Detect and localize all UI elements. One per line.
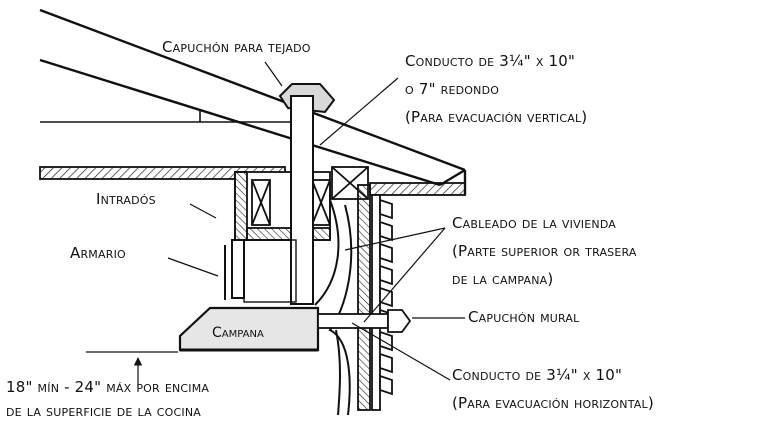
vertical-duct-label-1: Conducto de 3¼" x 10" (405, 52, 576, 70)
wiring-label-3: de la campana) (452, 270, 554, 288)
wall-cap-label: Capuchón mural (468, 308, 580, 326)
cabinet (224, 239, 297, 303)
height-label-1: 18" mín - 24" máx por encima (6, 378, 210, 396)
roof-cap-label: Capuchón para tejado (162, 38, 311, 56)
exterior-wall (357, 184, 393, 411)
horizontal-duct-label-1: Conducto de 3¼" x 10" (452, 366, 623, 384)
soffit-label: Intradós (96, 190, 156, 208)
vertical-duct-label-2: o 7" redondo (405, 80, 500, 98)
vertical-duct (290, 95, 314, 305)
leader-lines (86, 61, 465, 388)
cabinet-label: Armario (70, 244, 126, 262)
soffit-box (234, 171, 331, 241)
range-hood (178, 306, 320, 352)
height-label-2: de la superficie de la cocina (6, 402, 202, 420)
vertical-duct-label-3: (Para evacuación vertical) (405, 108, 588, 126)
hood-label: Campana (212, 325, 264, 341)
wiring-label-2: (Parte superior or trasera (452, 242, 637, 260)
horizontal-duct-label-2: (Para evacuación horizontal) (452, 394, 654, 412)
wiring-label-1: Cableado de la vivienda (452, 214, 617, 232)
horizontal-duct (317, 309, 412, 333)
rafters (40, 110, 295, 123)
